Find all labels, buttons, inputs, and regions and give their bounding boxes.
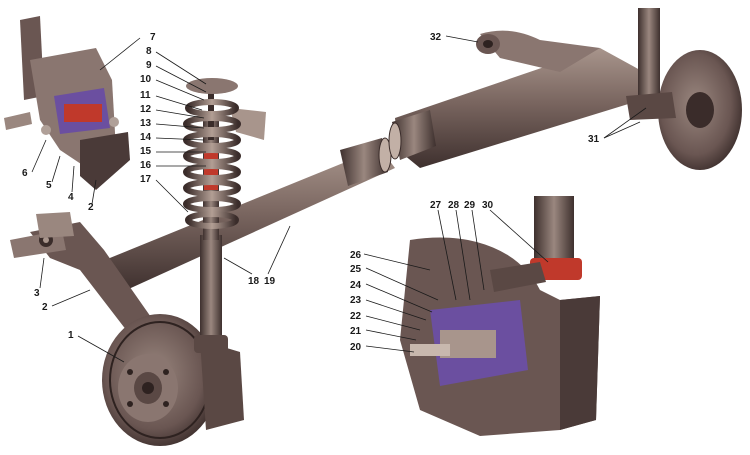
right-hub-plate [626,8,742,170]
callout-19: 19 [264,276,276,287]
hub-cutaway-inset [400,196,600,436]
callout-13: 13 [140,118,152,129]
callout-18: 18 [248,276,260,287]
callout-32: 32 [430,32,442,43]
callout-31: 31 [588,134,600,145]
callout-16: 16 [140,160,152,171]
callout-22: 22 [350,311,362,322]
callout-3: 3 [34,288,40,299]
callout-1: 1 [68,330,74,341]
callout-29: 29 [464,200,476,211]
callout-6: 6 [22,168,28,179]
torsion-beam [100,30,648,318]
shock-absorber-assembly [183,78,266,353]
callout-17: 17 [140,174,152,185]
callout-5: 5 [46,180,52,191]
callout-9: 9 [146,60,152,71]
callout-7: 7 [150,32,156,43]
callout-24: 24 [350,280,362,291]
coil-spring [183,99,241,229]
callout-4: 4 [68,192,74,203]
callout-30: 30 [482,200,494,211]
callout-14: 14 [140,132,152,143]
left-trailing-arm [10,212,160,348]
callout-12: 12 [140,104,152,115]
callout-2-lower: 2 [42,302,48,313]
callout-27: 27 [430,200,442,211]
callout-labels: 1 2 2 3 4 5 6 7 8 9 10 11 12 13 14 15 16… [22,32,600,353]
leader-lines [31,35,647,363]
callout-25: 25 [350,264,362,275]
callout-10: 10 [140,74,152,85]
callout-8: 8 [146,46,152,57]
left-brake-drum [102,314,244,446]
callout-15: 15 [140,146,152,157]
callout-11: 11 [140,90,151,101]
callout-26: 26 [350,250,362,261]
callout-2-upper: 2 [88,202,94,213]
callout-28: 28 [448,200,460,211]
callout-21: 21 [350,326,362,337]
bracket-cutaway-inset [4,16,130,190]
callout-20: 20 [350,342,362,353]
callout-23: 23 [350,295,362,306]
